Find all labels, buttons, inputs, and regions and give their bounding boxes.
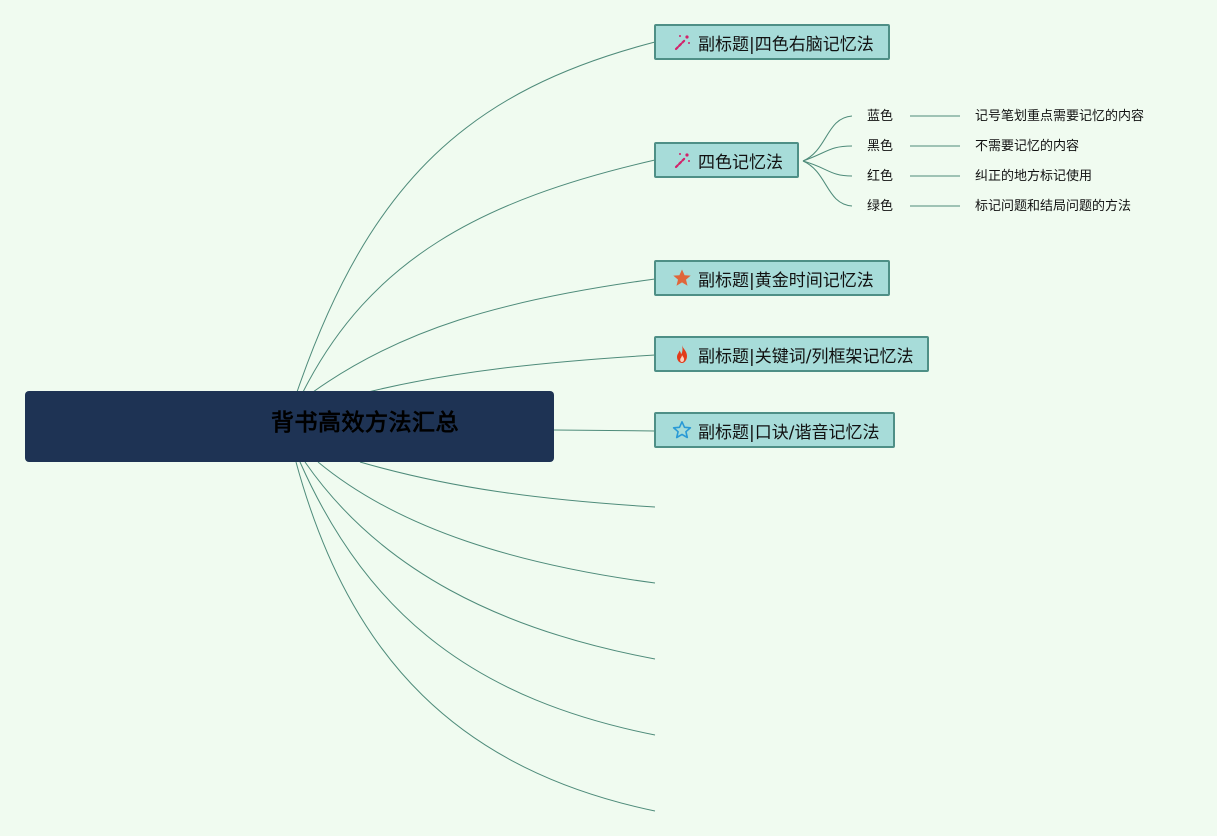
branch-label: 副标题|四色右脑记忆法 — [698, 34, 874, 55]
fire-icon — [672, 344, 692, 364]
detail-green[interactable]: 标记问题和结局问题的方法 — [975, 199, 1132, 214]
connector-branch-2 — [302, 159, 656, 393]
connector-empty-2 — [317, 461, 656, 584]
magic-wand-icon — [672, 32, 692, 52]
branch-label: 副标题|黄金时间记忆法 — [698, 270, 874, 291]
sub-topic-green[interactable]: 绿色 — [867, 199, 894, 214]
connector-branch-5 — [553, 429, 656, 432]
branch-node-keyword-framework[interactable]: 副标题|关键词/列框架记忆法 — [654, 336, 930, 372]
connector-sub-2 — [802, 145, 853, 162]
branch-label: 副标题|关键词/列框架记忆法 — [698, 346, 914, 367]
root-topic-title: 背书高效方法汇总 — [271, 410, 459, 436]
star-filled-icon — [672, 268, 692, 288]
connector-empty-4 — [299, 461, 656, 736]
connector-empty-3 — [304, 461, 656, 660]
detail-black[interactable]: 不需要记忆的内容 — [975, 139, 1080, 154]
sub-topic-red[interactable]: 红色 — [867, 169, 894, 184]
connector-sub-1 — [802, 115, 853, 162]
connector-branch-1 — [296, 41, 656, 393]
detail-blue[interactable]: 记号笔划重点需要记忆的内容 — [975, 109, 1145, 124]
sub-topic-blue[interactable]: 蓝色 — [867, 109, 894, 124]
star-outline-icon — [672, 420, 692, 440]
branch-node-golden-time[interactable]: 副标题|黄金时间记忆法 — [654, 260, 890, 296]
branch-label: 四色记忆法 — [698, 152, 783, 173]
connector-sub-4 — [802, 160, 853, 207]
root-topic[interactable]: 背书高效方法汇总 — [25, 391, 554, 462]
branch-label: 副标题|口诀/谐音记忆法 — [698, 422, 880, 443]
detail-red[interactable]: 纠正的地方标记使用 — [975, 169, 1093, 184]
connector-branch-3 — [312, 278, 656, 393]
connector-branch-4 — [367, 354, 656, 393]
connector-sub-3 — [802, 160, 853, 177]
connector-empty-1 — [359, 461, 656, 508]
connector-empty-5 — [295, 461, 656, 812]
magic-wand-icon — [672, 150, 692, 170]
sub-topic-black[interactable]: 黑色 — [867, 139, 894, 154]
branch-node-four-color[interactable]: 四色记忆法 — [654, 142, 799, 178]
branch-node-mnemonic-homophone[interactable]: 副标题|口诀/谐音记忆法 — [654, 412, 896, 448]
branch-node-four-color-right-brain[interactable]: 副标题|四色右脑记忆法 — [654, 24, 890, 60]
